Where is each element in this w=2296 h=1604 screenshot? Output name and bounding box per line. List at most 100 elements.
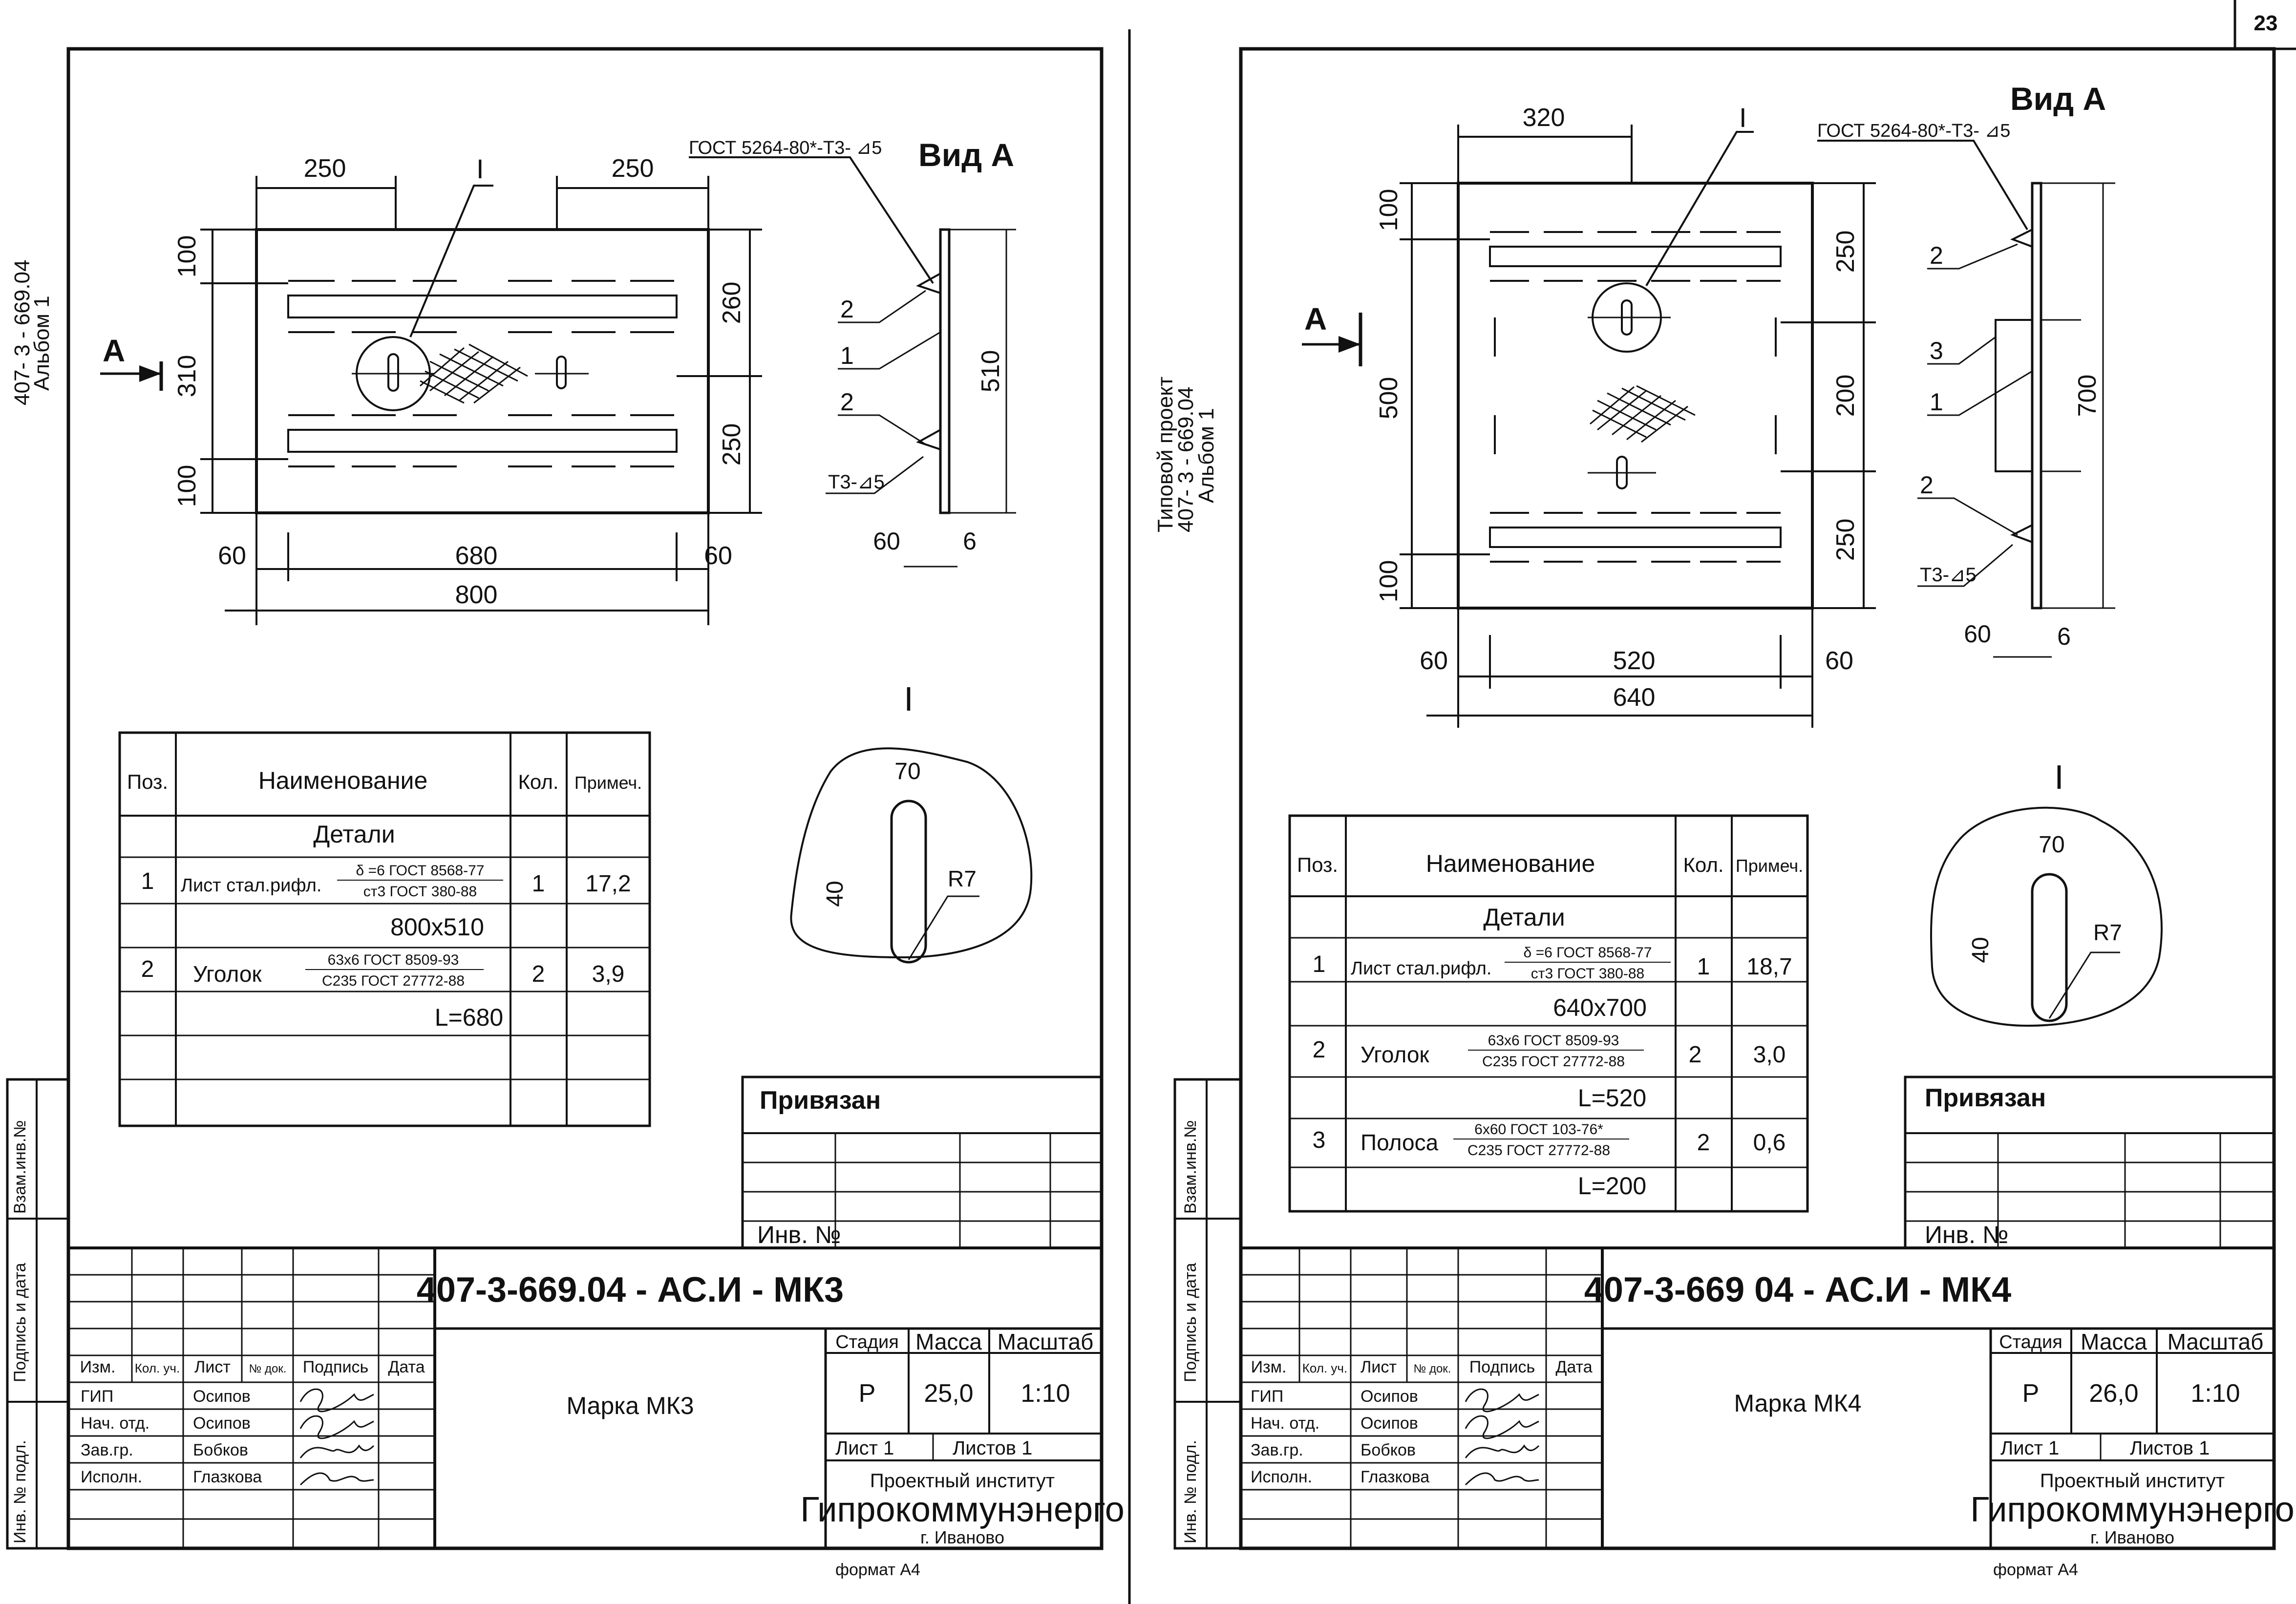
doc-code: 407-3-669 04 - АС.И - МК4	[1584, 1270, 2011, 1309]
spec-row-pos: 1	[1313, 951, 1326, 977]
spec-row-pos: 2	[1313, 1037, 1326, 1063]
callout-2: 2	[840, 295, 854, 323]
spec-table: Поз. Наименование Кол. Примеч. Детали 1 …	[1288, 814, 1809, 1213]
stamp-role: ГИП	[1251, 1387, 1283, 1406]
dim-left-mid: 500	[1375, 377, 1403, 420]
view-arrow-label: А	[103, 333, 125, 368]
stamp-role: Исполн.	[81, 1468, 142, 1486]
stamp-person: Бобков	[193, 1441, 248, 1459]
mass-label: Масса	[2081, 1329, 2147, 1354]
spec-row-name: Лист стал.рифл.	[1351, 958, 1492, 979]
spec-header-pos: Поз.	[127, 770, 168, 793]
spec-row-pos: 2	[141, 956, 154, 982]
spec-section: Детали	[1483, 904, 1565, 931]
stamp-vzam: Взам.инв.№	[1181, 1120, 1200, 1214]
side-stamp: Взам.инв.№ Подпись и дата Инв. № подл.	[1173, 1078, 1242, 1550]
stamp-role: Исполн.	[1251, 1468, 1312, 1486]
dim-bottom-mid: 520	[1613, 647, 1656, 675]
stage-value: Р	[2022, 1379, 2040, 1408]
node-detail: I 70 40 R7	[790, 680, 1033, 964]
spec-row-pos: 1	[141, 868, 154, 894]
signatures	[1465, 1388, 1540, 1486]
stamp-person: Бобков	[1361, 1441, 1416, 1459]
dim-bottom-left: 60	[1420, 647, 1448, 675]
stamp-h-list: Лист	[194, 1358, 231, 1376]
spec-row-std: ст3 ГОСТ 380-88	[363, 884, 477, 900]
spec-row-std: δ =6 ГОСТ 8568-77	[1524, 945, 1652, 961]
dim-right-1: 260	[718, 282, 746, 324]
node-title: I	[904, 680, 913, 718]
stamp-h-izm: Изм.	[80, 1358, 116, 1376]
slot	[556, 356, 567, 389]
spec-row-std: δ =6 ГОСТ 8568-77	[356, 863, 485, 879]
sheet-list: Лист 1	[2000, 1437, 2059, 1459]
inv-label: Инв. №	[1925, 1221, 2009, 1248]
side-view: Вид А ГОСТ 5264-80*-Т3- ⊿5 510 2 1 2 Т3-…	[689, 137, 1016, 568]
node-detail: I 70 40 R7	[1930, 758, 2163, 1027]
angle-top	[1489, 246, 1782, 267]
spec-row-name: Полоса	[1361, 1130, 1439, 1155]
weld-marks	[288, 280, 674, 467]
dim-bottom-left: 60	[218, 542, 246, 570]
stamp-h-izm: Изм.	[1251, 1358, 1287, 1376]
stamp-h-kol: Кол. уч.	[1302, 1361, 1347, 1375]
org-name: Гипрокоммунэнерго	[800, 1490, 1124, 1529]
spec-header-qty: Кол.	[1683, 853, 1723, 876]
spec-row-qty: 1	[1697, 954, 1710, 980]
doc-title: Марка МК4	[1734, 1390, 1861, 1417]
scale-label: Масштаб	[998, 1329, 1094, 1354]
spec-row-pos: 3	[1313, 1127, 1326, 1153]
spec-row-extra: 800х510	[390, 913, 484, 941]
callout-2b: 2	[1920, 471, 1934, 499]
side-dim-flange: 60	[873, 528, 900, 555]
side-note-line: 407- 3 - 669.04	[10, 260, 34, 405]
weld-small: Т3-⊿5	[828, 471, 885, 493]
mass-label: Масса	[915, 1329, 982, 1354]
dim-left-bot: 100	[173, 465, 201, 507]
callout-3: 3	[1930, 337, 1943, 364]
node-dim-height: 40	[1968, 937, 1994, 963]
dim-top-right: 250	[612, 154, 654, 183]
stamp-h-kol: Кол. уч.	[135, 1361, 180, 1375]
plate-outline	[255, 228, 710, 514]
stamp-h-doc: № док.	[249, 1362, 287, 1375]
slot	[387, 353, 399, 392]
stamp-role: Зав.гр.	[1251, 1441, 1303, 1459]
tread-hatch	[1590, 385, 1696, 443]
spec-table: Поз. Наименование Кол. Примеч. Детали 1 …	[118, 731, 651, 1127]
org-top: Проектный институт	[2040, 1470, 2225, 1492]
sheet-mk3: 407- 3 - 669.04 Альбом 1 I	[6, 47, 1125, 1579]
side-note: 407- 3 - 669.04 Альбом 1	[10, 260, 54, 405]
callout-2b: 2	[840, 388, 854, 416]
spec-row-std: С235 ГОСТ 27772-88	[1482, 1054, 1625, 1070]
tread-hatch	[420, 343, 528, 404]
plate-outline	[1457, 182, 1814, 610]
stamp-person: Глазкова	[193, 1468, 262, 1486]
weld-small: Т3-⊿5	[1920, 564, 1977, 586]
org-name: Гипрокоммунэнерго	[1970, 1490, 2294, 1529]
org-top: Проектный институт	[870, 1470, 1055, 1492]
node-ref-label: I	[1739, 102, 1747, 133]
node-ref-label: I	[476, 153, 484, 184]
sheet-frame	[66, 47, 1104, 1550]
plan-dimensions	[1400, 125, 1876, 728]
node-dim-width: 70	[894, 759, 920, 784]
plan-view: I 320 100 500 100 250 200 250 60 520 60 …	[1302, 102, 1876, 728]
mass-value: 25,0	[924, 1379, 973, 1408]
spec-row-qty: 2	[1697, 1130, 1710, 1156]
spec-row-qty: 2	[532, 961, 545, 987]
format-label: формат А4	[835, 1561, 920, 1579]
plan-view: I 250 250 100 310 100 260 250 60 680 60 …	[100, 153, 762, 625]
view-a-title: Вид А	[2010, 81, 2106, 117]
spec-row-std: С235 ГОСТ 27772-88	[322, 973, 465, 989]
callout-2: 2	[1930, 242, 1943, 269]
scale-value: 1:10	[2190, 1379, 2240, 1408]
org-city: г. Иваново	[2090, 1527, 2174, 1547]
stamp-role: Зав.гр.	[81, 1441, 133, 1459]
angle-top	[287, 295, 678, 318]
view-a-title: Вид А	[918, 137, 1014, 173]
dim-right-1: 250	[1831, 231, 1860, 273]
weld-note: ГОСТ 5264-80*-Т3- ⊿5	[689, 138, 882, 158]
node-dim-height: 40	[822, 881, 848, 907]
